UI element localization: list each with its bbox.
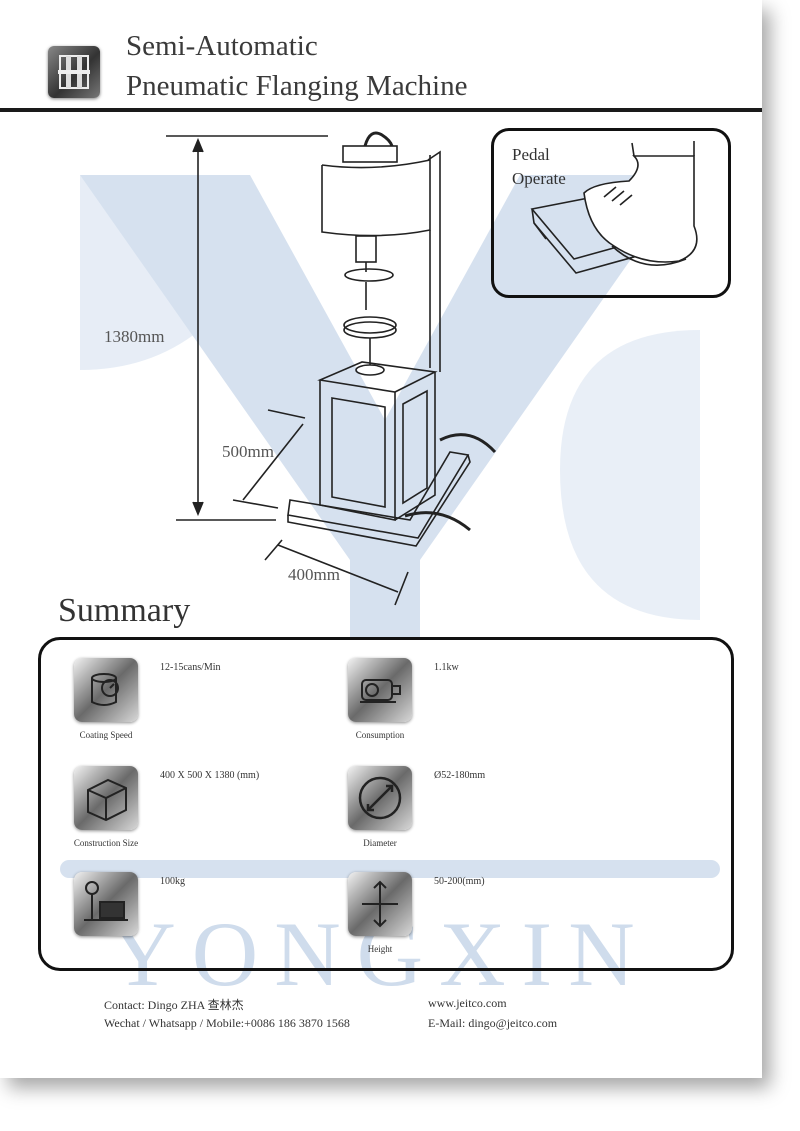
spec-value: 12-15cans/Min	[160, 662, 221, 673]
summary-heading: Summary	[58, 592, 191, 629]
spec-caption: Diameter	[363, 838, 397, 848]
spec-value: 50-200(mm)	[434, 876, 485, 887]
pedal-label: Pedal Operate	[512, 143, 592, 191]
pedal-label-line-1: Pedal	[512, 145, 550, 164]
motor-icon	[348, 658, 412, 722]
footer-contact: Contact: Dingo ZHA 查林杰	[104, 998, 244, 1012]
footer-website[interactable]: www.jeitco.com	[428, 996, 507, 1010]
spec-caption: Construction Size	[73, 838, 139, 848]
footer-phone: Wechat / Whatsapp / Mobile:+0086 186 387…	[104, 1016, 350, 1030]
yongxin-watermark: YONGXIN	[60, 175, 720, 1005]
machine-drawing: 1380mm 500mm 400mm	[104, 131, 497, 606]
spec-caption: Consumption	[355, 730, 405, 740]
foot-pedal-icon	[530, 141, 698, 274]
depth-dimension-label: 500mm	[222, 442, 274, 461]
spec-value: 1.1kw	[434, 662, 459, 673]
title-line-2: Pneumatic Flanging Machine	[126, 70, 468, 102]
diameter-icon	[348, 766, 412, 830]
spec-value: Ø52-180mm	[434, 770, 486, 781]
footer-email[interactable]: E-Mail: dingo@jeitco.com	[428, 1016, 558, 1030]
can-speed-icon	[74, 658, 138, 722]
summary-panel	[38, 637, 734, 971]
title-divider	[0, 108, 762, 112]
title-line-1: Semi-Automatic	[126, 30, 318, 62]
spec-value: 400 X 500 X 1380 (mm)	[160, 770, 260, 781]
spec-caption: Height	[367, 944, 393, 954]
height-icon	[348, 872, 412, 936]
machine-logo-icon	[48, 46, 100, 98]
width-dimension-label: 400mm	[288, 565, 340, 584]
pedal-label-line-2: Operate	[512, 169, 566, 188]
height-dimension-label: 1380mm	[104, 327, 164, 346]
spec-value: 100kg	[160, 876, 185, 887]
cube-icon	[74, 766, 138, 830]
scale-icon	[74, 872, 138, 936]
pedal-operate-panel: Pedal Operate	[491, 128, 731, 298]
catalog-page: YONGXIN Semi-Automatic Pneumatic Flangin…	[0, 26, 762, 1030]
page-title: Semi-Automatic Pneumatic Flanging Machin…	[126, 26, 468, 106]
spec-caption: Coating Speed	[79, 730, 133, 740]
